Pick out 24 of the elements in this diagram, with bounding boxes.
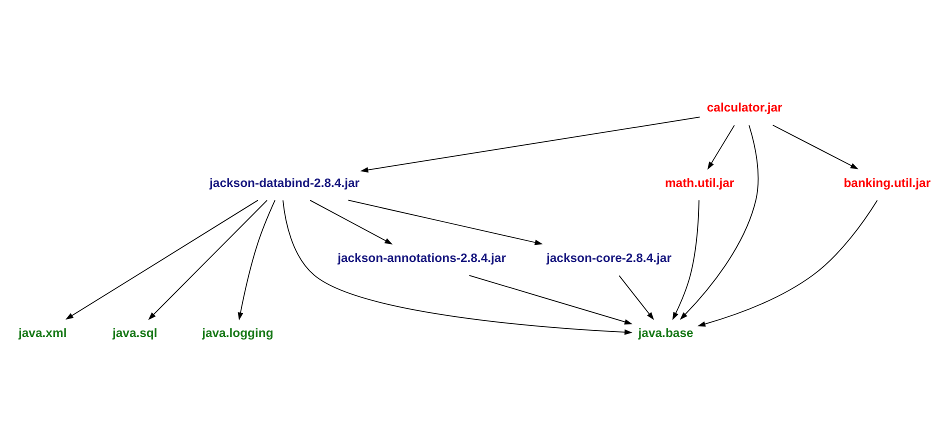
arrow — [697, 199, 878, 326]
node-text: java.logging — [202, 326, 274, 340]
arrow — [707, 124, 735, 170]
arrow — [360, 116, 700, 172]
node-text: java.base — [638, 326, 694, 340]
arrow — [772, 124, 858, 169]
arrow — [238, 199, 276, 320]
node-text: jackson-annotations-2.8.4.jar — [338, 250, 506, 264]
node-text: jackson-databind-2.8.4.jar — [210, 175, 360, 190]
node-text: calculator.jar — [706, 100, 782, 114]
arrow — [348, 199, 543, 245]
arrow — [618, 274, 654, 320]
arrow — [148, 199, 268, 320]
arrow — [310, 199, 393, 244]
node-text: java.sql — [112, 326, 158, 340]
node-text: banking.util.jar — [844, 175, 931, 190]
node-text: math.util.jar — [664, 175, 734, 190]
arrow — [65, 199, 258, 320]
arrow — [468, 274, 632, 324]
arrow — [672, 199, 700, 320]
arrow — [282, 199, 632, 334]
arrow — [680, 124, 759, 320]
node-text: jackson-core-2.8.4.jar — [546, 250, 672, 264]
node-text: java.xml — [18, 326, 67, 340]
